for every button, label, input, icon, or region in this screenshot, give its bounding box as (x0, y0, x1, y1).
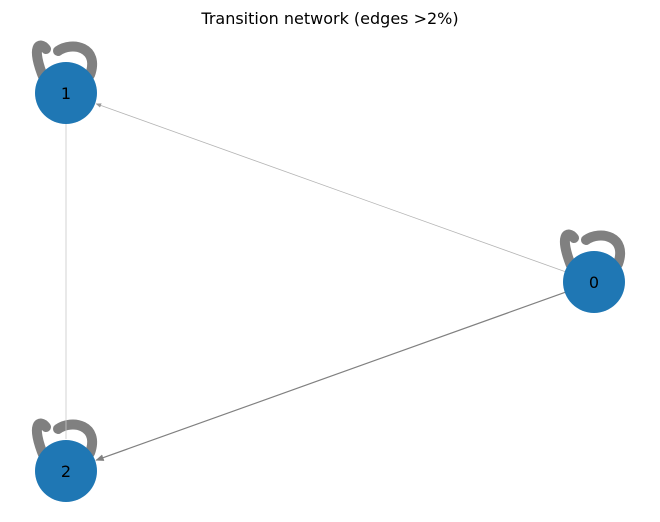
edges-layer (31, 40, 625, 462)
node-label-2: 2 (61, 462, 71, 481)
self-loop-edge-0 (559, 229, 625, 273)
self-loop-edge-2 (31, 418, 97, 462)
nodes-layer: 0 1 2 (35, 62, 625, 502)
node-circle-1 (35, 62, 97, 124)
node-label-0: 0 (589, 273, 599, 292)
node-0: 0 (563, 251, 625, 313)
edge-0-to-2 (95, 283, 589, 461)
self-loop-edge-1 (31, 40, 97, 84)
node-circle-2 (35, 440, 97, 502)
node-2: 2 (35, 440, 97, 502)
node-label-1: 1 (61, 84, 71, 103)
diagram-title: Transition network (edges >2%) (200, 9, 458, 28)
node-1: 1 (35, 62, 97, 124)
edge-0-to-1 (95, 103, 589, 281)
node-circle-0 (563, 251, 625, 313)
